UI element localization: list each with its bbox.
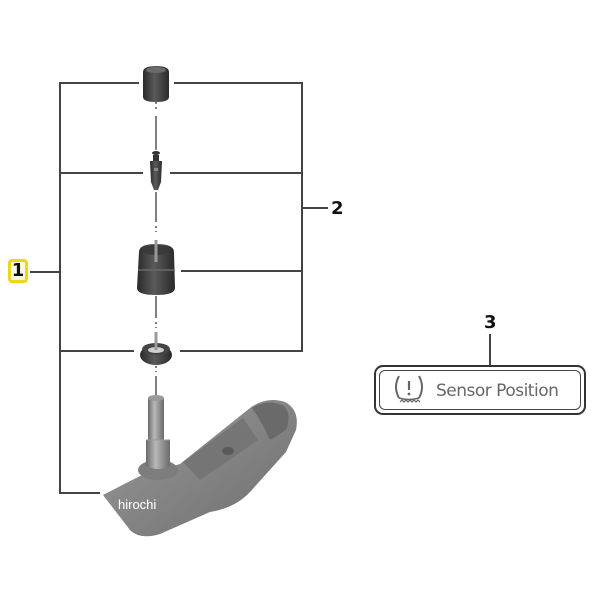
callout-1[interactable]: 1 bbox=[8, 259, 28, 283]
callout-3[interactable]: 3 bbox=[484, 312, 497, 333]
sensor-position-text: Sensor Position bbox=[436, 381, 559, 401]
tpms-sensor-body[interactable] bbox=[103, 395, 297, 537]
sensor-position-label[interactable]: Sensor Position bbox=[374, 365, 586, 415]
callout-2[interactable]: 2 bbox=[331, 198, 344, 219]
valve-core[interactable] bbox=[150, 151, 162, 190]
cap-nut[interactable] bbox=[137, 240, 175, 295]
label-inner-border bbox=[379, 370, 581, 410]
bracket-2 bbox=[170, 82, 328, 352]
tpms-warning-icon bbox=[395, 375, 423, 403]
watermark: hirochi bbox=[118, 497, 157, 512]
valve-cap[interactable] bbox=[143, 66, 169, 102]
bracket-1 bbox=[30, 82, 143, 494]
callout-1-label: 1 bbox=[11, 260, 25, 281]
sealing-washer[interactable] bbox=[140, 332, 172, 365]
